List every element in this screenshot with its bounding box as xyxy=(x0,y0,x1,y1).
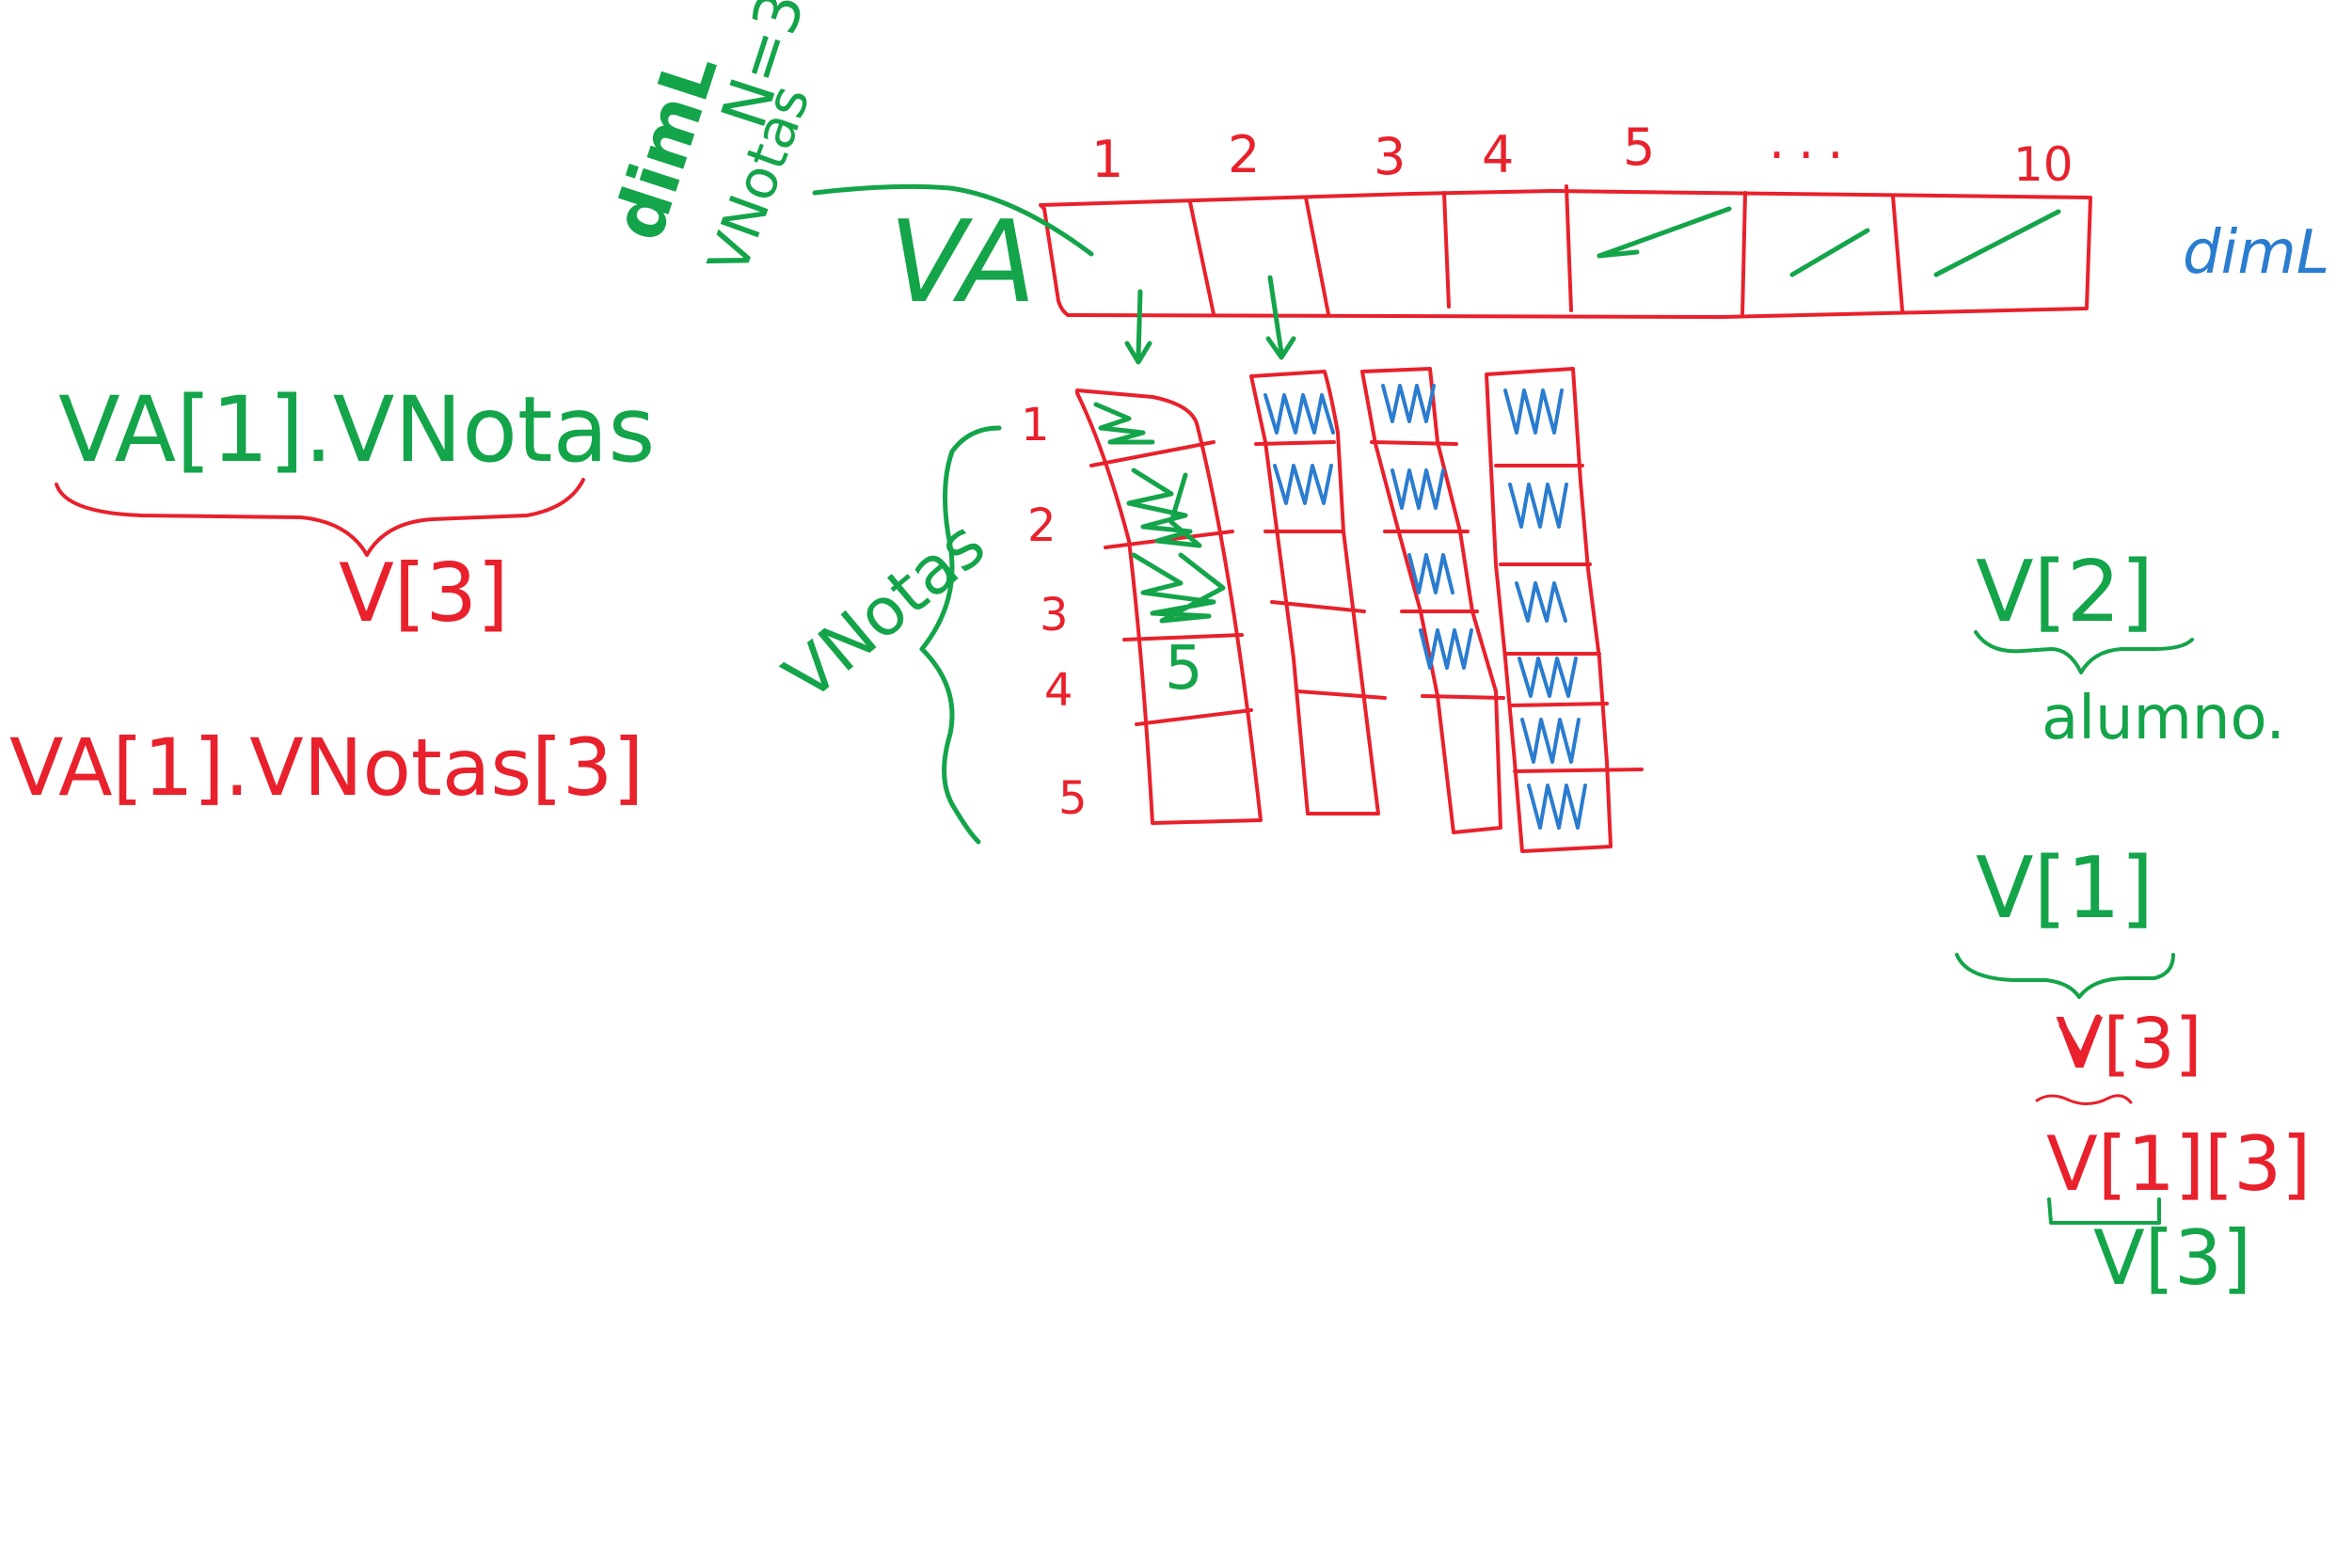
right-v3: V[3] xyxy=(2093,1214,2251,1302)
right-v-check-mark xyxy=(2058,1014,2102,1062)
row-index-5: 5 xyxy=(1058,772,1088,825)
va-divider-4 xyxy=(1565,184,1573,312)
va-to-vnotas-arrows xyxy=(1124,275,1296,365)
va-divider-1 xyxy=(1188,200,1216,316)
va-crossed-cells xyxy=(1597,206,2061,277)
vnotas-filled-cells-blue xyxy=(1263,384,1587,830)
va-divider-2 xyxy=(1304,196,1330,316)
row-index-3: 3 xyxy=(1040,589,1069,641)
left-expr-brace xyxy=(55,478,585,557)
va-divider-3 xyxy=(1442,191,1451,309)
right-v1: V[1] xyxy=(1976,839,2153,938)
va-array xyxy=(1039,184,2092,319)
vnotas-col-1 xyxy=(1075,388,1263,825)
right-v2-brace xyxy=(1974,630,2194,674)
va-index-ellipsis: ... xyxy=(1769,111,1857,170)
left-expr-va1-vnotas3: VA[1].VNotas[3] xyxy=(9,721,644,814)
right-v2: V[2] xyxy=(1976,543,2153,641)
va-indices: 1 2 3 4 5 ... 10 xyxy=(1091,111,2074,192)
vnotas-filled-cells-green xyxy=(1093,402,1226,624)
right-v1-brace xyxy=(1955,953,2175,999)
vnotas-brace xyxy=(919,425,1002,845)
left-expr-brace-result: V[3] xyxy=(339,546,509,641)
va-index-2: 2 xyxy=(1228,125,1260,184)
vnotas-side-label: VNotas xyxy=(770,506,999,716)
va-divider-5 xyxy=(1740,191,1747,318)
va-index-10: 10 xyxy=(2013,137,2074,192)
dim-right-label: dimL xyxy=(2183,218,2329,288)
vnotas-col-3 xyxy=(1360,367,1505,834)
vnotas-col-2 xyxy=(1249,370,1387,816)
right-v2-alumno: alumno. xyxy=(2042,684,2285,753)
va-index-4: 4 xyxy=(1482,125,1514,184)
va-label: VA xyxy=(889,198,1036,328)
va-index-3: 3 xyxy=(1374,127,1406,186)
va-array-outline xyxy=(1039,189,2092,319)
va-index-5: 5 xyxy=(1623,118,1655,177)
right-v1-3-brace xyxy=(2047,1197,2161,1225)
row-index-1: 1 xyxy=(1021,399,1050,451)
left-expr-va1-vnotas: VA[1].VNotas xyxy=(58,377,655,483)
vnotas-col-4 xyxy=(1485,367,1644,853)
right-v1-3: V[1][3] xyxy=(2046,1120,2311,1208)
vnotas-row-indices: 1 2 3 4 5 xyxy=(1021,399,1088,825)
right-v1-underline xyxy=(2035,1094,2133,1105)
row-index-2: 2 xyxy=(1027,499,1057,552)
va-pointer-line xyxy=(812,183,1094,257)
va-index-1: 1 xyxy=(1091,130,1123,189)
vnotas-cell-value: 5 xyxy=(1165,634,1203,704)
row-index-4: 4 xyxy=(1044,664,1073,717)
right-v1-brace-result: V[3] xyxy=(2056,1004,2201,1085)
va-divider-6 xyxy=(1891,194,1904,312)
